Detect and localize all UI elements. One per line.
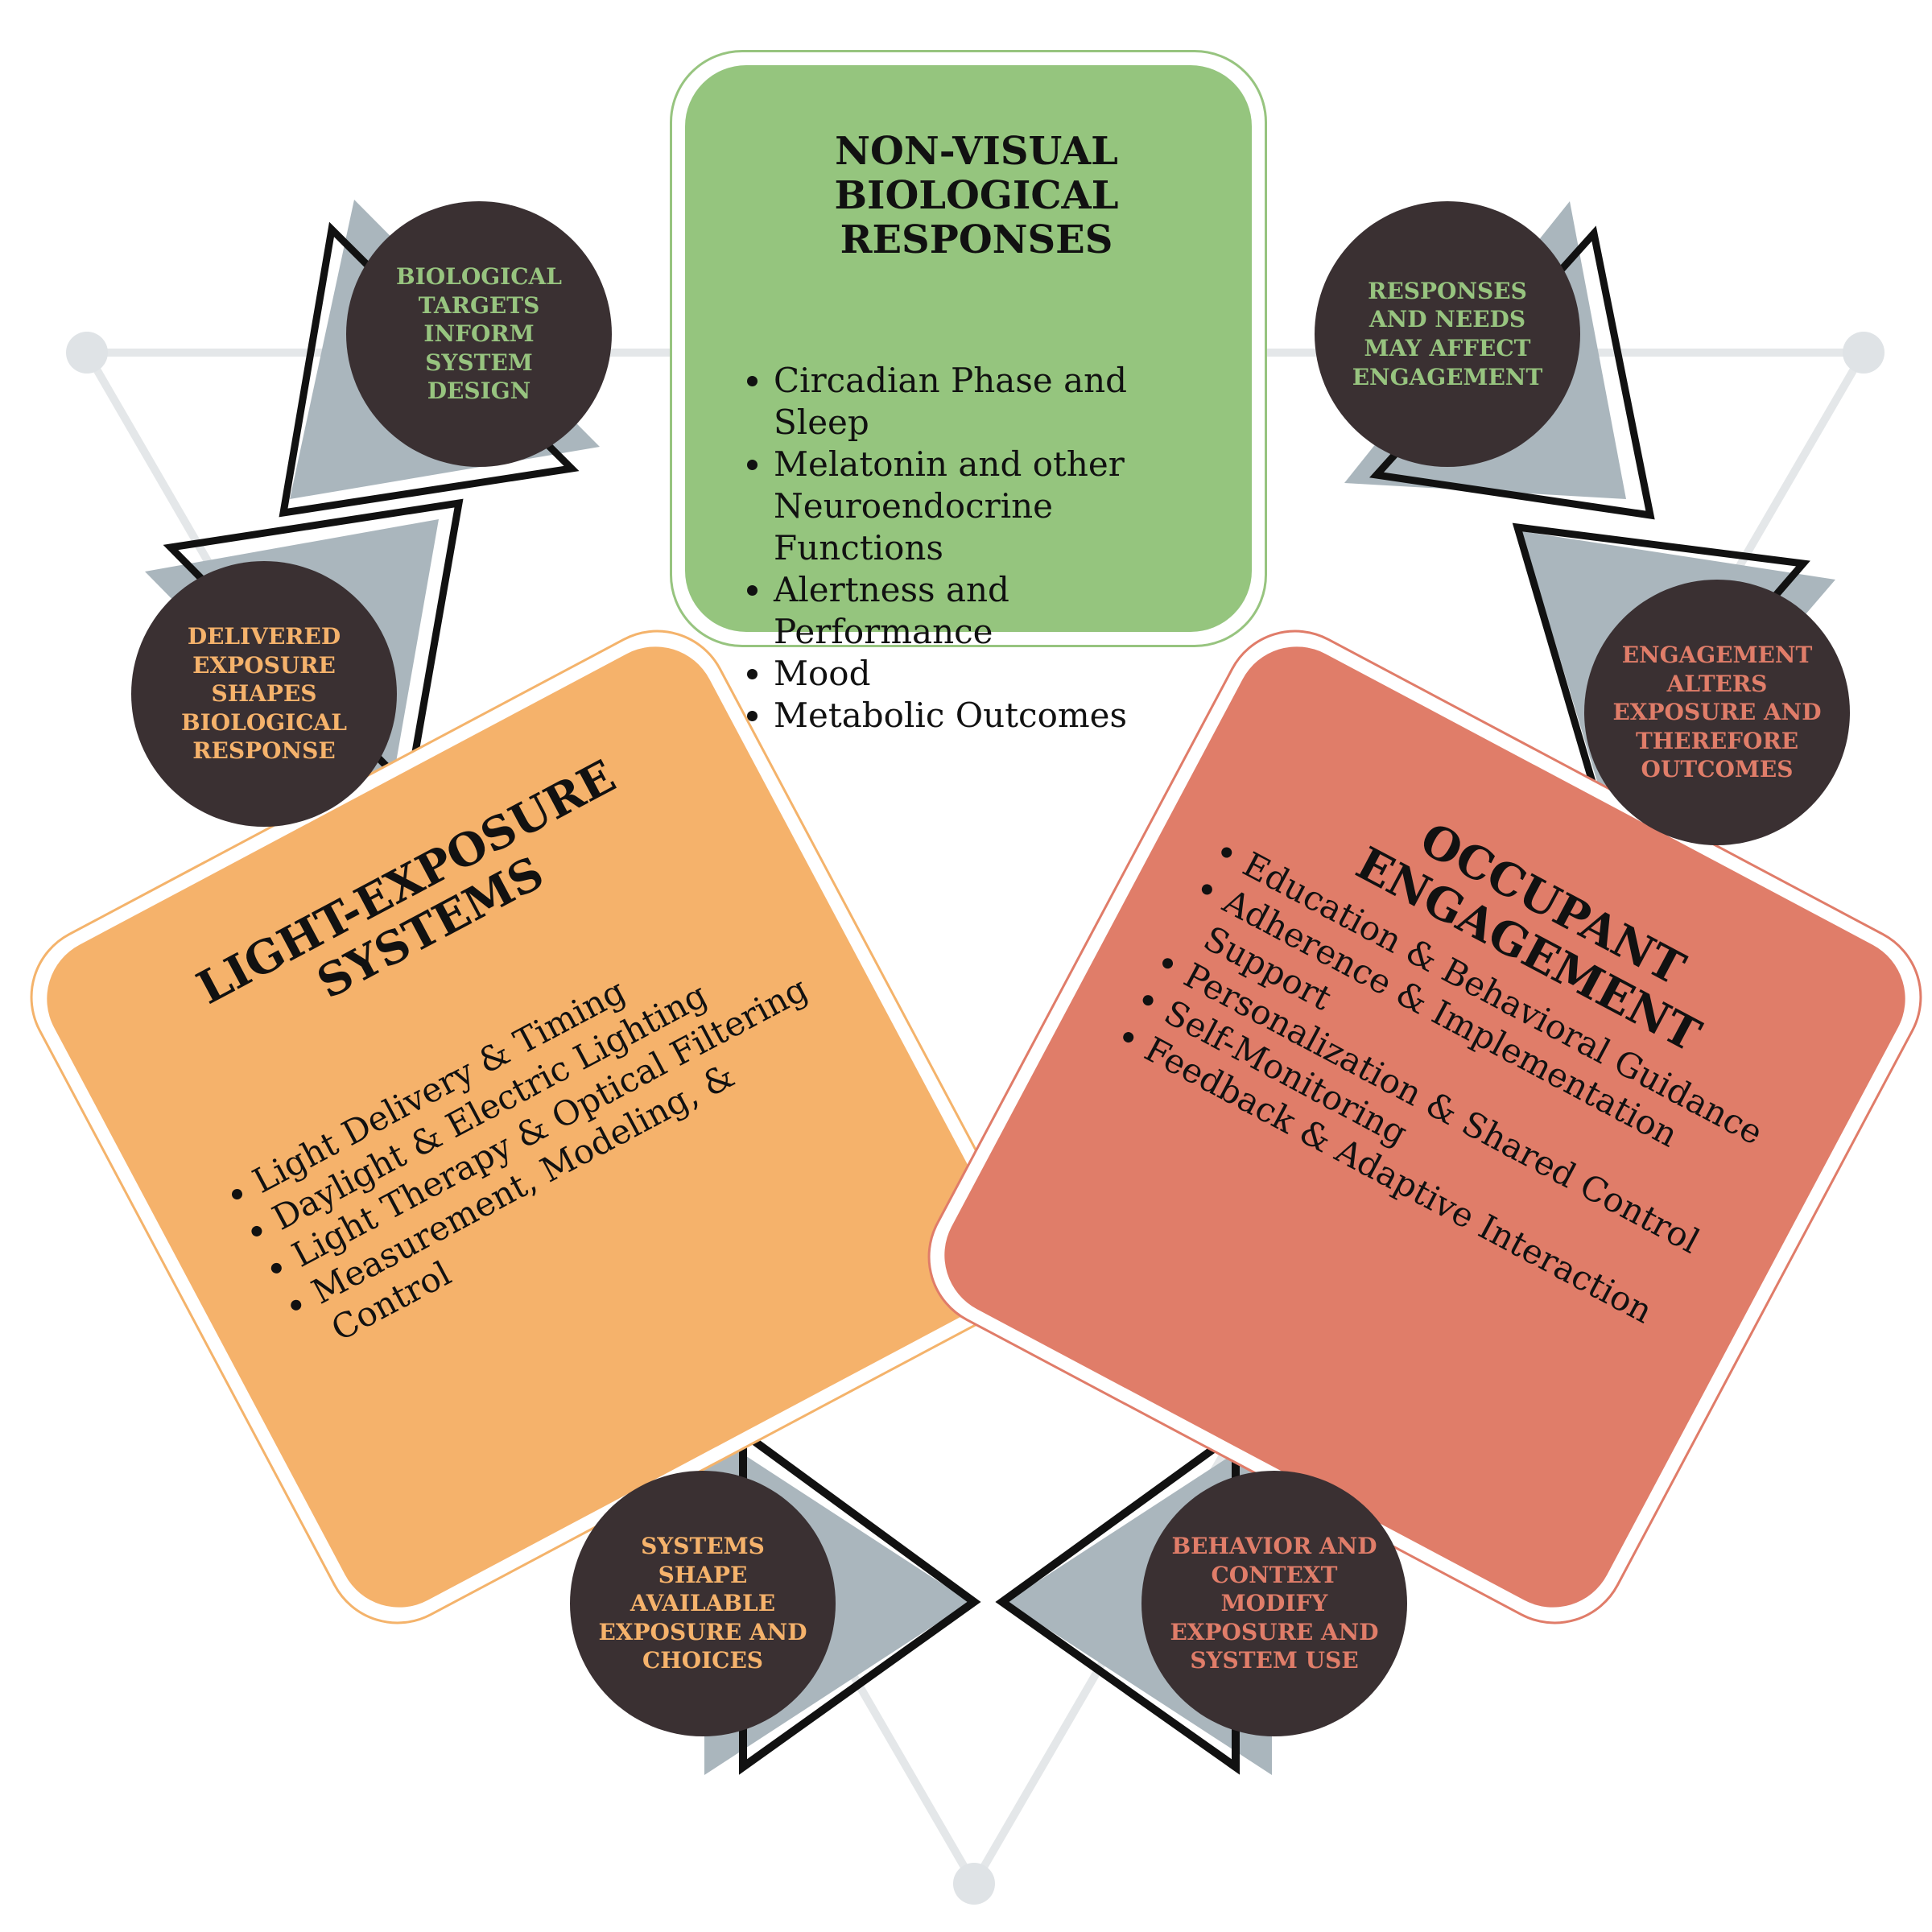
link-light-to-bio: DELIVERED EXPOSURE SHAPES BIOLOGICAL RES… [131, 561, 397, 827]
bg-node-right [1843, 332, 1885, 374]
link-label: RESPONSES AND NEEDS MAY AFFECT ENGAGEMEN… [1352, 277, 1543, 390]
biological-responses-list: Circadian Phase and Sleep Melatonin and … [725, 360, 1228, 737]
link-label: SYSTEMS SHAPE AVAILABLE EXPOSURE AND CHO… [598, 1533, 807, 1674]
list-item: Alertness and Performance [774, 569, 1228, 653]
background-nodes [66, 332, 1885, 1905]
list-item: Metabolic Outcomes [774, 695, 1228, 737]
list-item: Melatonin and other Neuroendocrine Funct… [774, 444, 1228, 569]
link-label: BIOLOGICAL TARGETS INFORM SYSTEM DESIGN [396, 263, 562, 405]
link-label: ENGAGEMENT ALTERS EXPOSURE AND THEREFORE… [1612, 642, 1822, 783]
link-label: DELIVERED EXPOSURE SHAPES BIOLOGICAL RES… [181, 623, 347, 765]
biological-responses-box: NON-VISUAL BIOLOGICAL RESPONSES Circadia… [670, 50, 1267, 735]
link-bio-to-occupant: RESPONSES AND NEEDS MAY AFFECT ENGAGEMEN… [1315, 201, 1580, 467]
link-occupant-to-light: BEHAVIOR AND CONTEXT MODIFY EXPOSURE AND… [1141, 1471, 1407, 1736]
bg-node-left [66, 332, 108, 374]
link-bio-to-light: BIOLOGICAL TARGETS INFORM SYSTEM DESIGN [346, 201, 612, 467]
biological-responses-title: NON-VISUAL BIOLOGICAL RESPONSES [834, 129, 1119, 263]
link-occupant-to-bio: ENGAGEMENT ALTERS EXPOSURE AND THEREFORE… [1584, 580, 1850, 845]
list-item: Circadian Phase and Sleep [774, 360, 1228, 444]
biological-responses-panel: NON-VISUAL BIOLOGICAL RESPONSES Circadia… [685, 65, 1252, 735]
link-light-to-occupant: SYSTEMS SHAPE AVAILABLE EXPOSURE AND CHO… [570, 1471, 836, 1736]
link-label: BEHAVIOR AND CONTEXT MODIFY EXPOSURE AND… [1170, 1533, 1379, 1674]
list-item: Mood [774, 653, 1228, 695]
bg-node-bottom [953, 1863, 995, 1905]
